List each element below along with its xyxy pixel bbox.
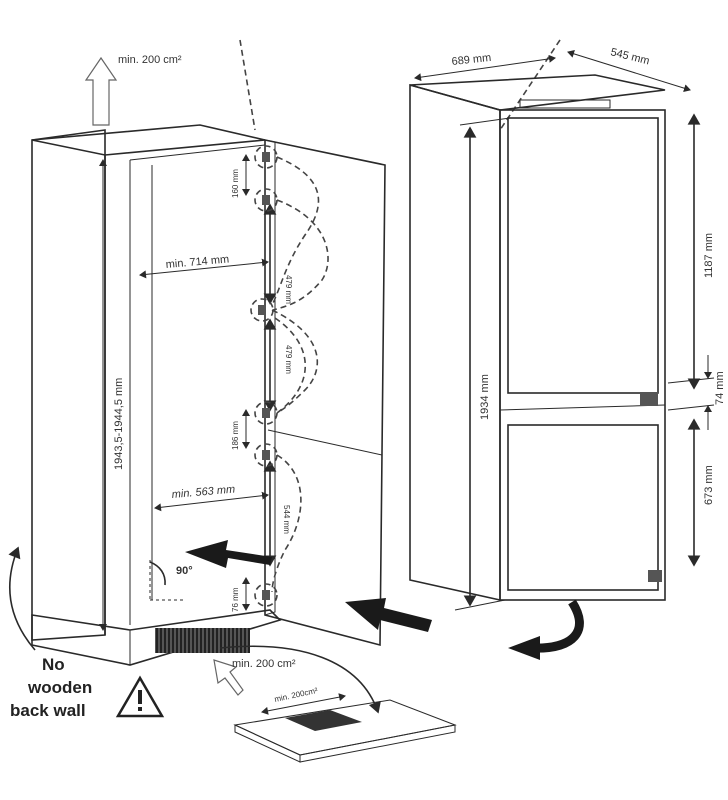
- open-door: [264, 139, 386, 647]
- hinge-spacing-4: 186 mm: [231, 421, 240, 450]
- hinge-markers: [250, 145, 278, 607]
- hinge-spacing-2: 479 mm: [284, 275, 293, 304]
- bottom-vent-arrow: [213, 659, 244, 696]
- lower-width-dimension-line: [154, 491, 269, 512]
- gap-label: 74 mm: [714, 371, 726, 405]
- base-vent-grille: [155, 628, 250, 653]
- guide-line-left: [239, 39, 256, 131]
- angle-indicator: [149, 560, 185, 601]
- top-vent-arrow: [84, 56, 118, 126]
- floor-vent-panel: [233, 693, 457, 763]
- top-vent-label: min. 200 cm²: [118, 54, 182, 66]
- appliance-height-label: 1934 mm: [479, 374, 491, 420]
- push-door-arrow: [185, 540, 272, 568]
- rotate-arrow: [529, 599, 584, 653]
- upper-door-panel: [507, 117, 659, 394]
- hinge-spacing-5: 544 mm: [282, 505, 291, 534]
- slide-in-arrow: [345, 598, 432, 632]
- niche-width-label: min. 714 mm: [165, 253, 229, 270]
- appliance-depth-label: 545 mm: [609, 46, 650, 67]
- width-dimension-line: [139, 258, 269, 279]
- grille-to-floor-arrow: [219, 645, 381, 714]
- lower-door-panel: [507, 424, 659, 591]
- guide-line-right: [499, 39, 561, 131]
- warning-line-3: back wall: [10, 701, 86, 720]
- appliance-body: [409, 74, 666, 601]
- lower-door-height-label: 673 mm: [703, 465, 715, 505]
- warning-triangle-icon: [115, 675, 165, 718]
- appliance-depth-line: [567, 49, 691, 93]
- floor-vent-label: min. 200cm²: [274, 686, 319, 704]
- cabinet-niche: [31, 124, 282, 666]
- upper-door-height-label: 1187 mm: [703, 233, 715, 278]
- bottom-vent-label: min. 200 cm²: [232, 658, 296, 670]
- appliance-width-line: [414, 54, 556, 82]
- niche-height-label: 1943,5-1944,5 mm: [113, 378, 125, 470]
- hinge-spacing-1: 160 mm: [231, 169, 240, 198]
- warning-line-2: wooden: [27, 678, 92, 697]
- appliance-width-label: 689 mm: [451, 52, 492, 68]
- hinge-transfer-curves: [271, 156, 329, 593]
- angle-label: 90°: [176, 565, 193, 577]
- warning-curve-arrow: [8, 546, 36, 651]
- lower-width-label: min. 563 mm: [171, 483, 235, 500]
- hinge-spacing-6: 76 mm: [231, 587, 240, 612]
- hinge-spacing-3: 479 mm: [284, 345, 293, 374]
- hinge-dimension-column: [242, 154, 277, 611]
- warning-line-1: No: [42, 655, 65, 674]
